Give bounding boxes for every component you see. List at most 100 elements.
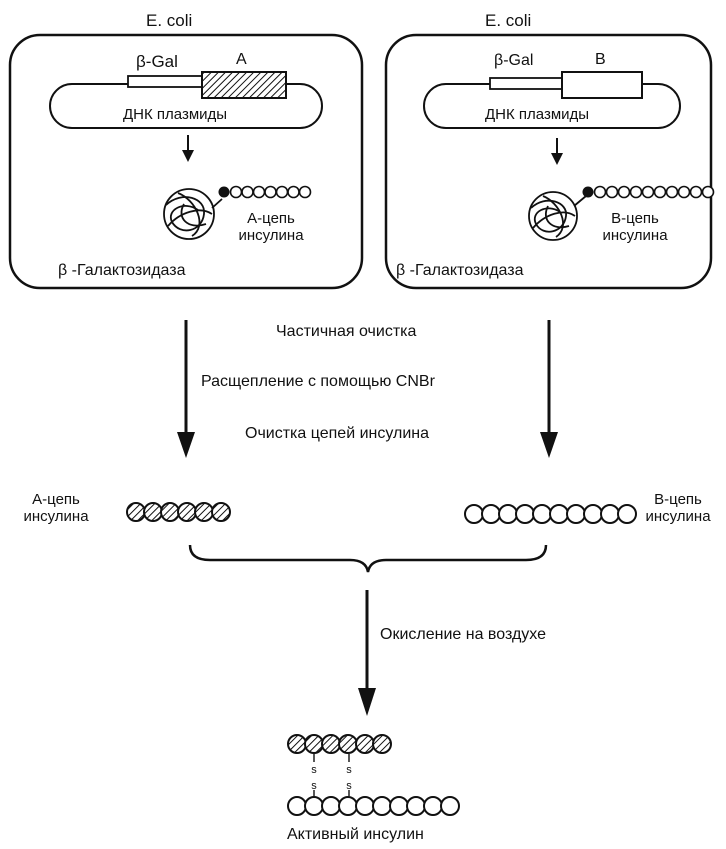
amino-acid-bead bbox=[389, 796, 409, 816]
right-bgal-label: β-Gal bbox=[494, 52, 534, 69]
amino-acid-bead bbox=[287, 734, 307, 754]
left-expression-arrow bbox=[182, 135, 194, 162]
right-linker-dot bbox=[582, 186, 594, 198]
amino-acid-bead bbox=[126, 502, 146, 522]
right-expression-arrow bbox=[551, 138, 563, 165]
amino-acid-bead bbox=[593, 185, 607, 199]
left-organism-label: E. coli bbox=[146, 11, 193, 30]
amino-acid-bead bbox=[406, 796, 426, 816]
left-bgal-gene bbox=[127, 75, 203, 88]
amino-acid-bead bbox=[211, 502, 231, 522]
chain-label-line1: А-цепь bbox=[32, 491, 80, 508]
right-bgal-gene bbox=[489, 77, 563, 90]
sulfur-label: s bbox=[346, 780, 352, 792]
chain-label-line1: В-цепь bbox=[611, 210, 659, 227]
left-cell-chain-label: А-цепь инсулина bbox=[226, 210, 316, 245]
disulfide-labels: s s s s bbox=[311, 764, 352, 792]
amino-acid-bead bbox=[194, 502, 214, 522]
amino-acid-bead bbox=[275, 185, 289, 199]
step-cnbr-cleavage: Расщепление с помощью CNBr bbox=[201, 373, 435, 390]
amino-acid-bead bbox=[653, 185, 667, 199]
amino-acid-bead bbox=[241, 185, 254, 199]
amino-acid-bead bbox=[701, 185, 715, 199]
chain-label-line2: инсулина bbox=[602, 227, 668, 245]
left-linker-dot bbox=[218, 186, 230, 198]
right-plasmid bbox=[423, 71, 681, 129]
sulfur-label: s bbox=[346, 764, 352, 776]
right-bgal-protein bbox=[528, 191, 587, 241]
active-insulin-a-chain bbox=[287, 734, 392, 754]
amino-acid-bead bbox=[321, 796, 341, 816]
sulfur-label: s bbox=[311, 780, 317, 792]
amino-acid-bead bbox=[355, 796, 375, 816]
amino-acid-bead bbox=[583, 504, 603, 524]
left-insert-label: A bbox=[236, 51, 247, 68]
amino-acid-bead bbox=[287, 185, 300, 199]
amino-acid-bead bbox=[298, 185, 312, 199]
amino-acid-bead bbox=[665, 185, 679, 199]
amino-acid-bead bbox=[600, 504, 620, 524]
amino-acid-bead bbox=[532, 504, 552, 524]
right-insert-label: B bbox=[595, 51, 606, 68]
left-plasmid bbox=[49, 71, 323, 129]
left-protein-label: β -Галактозидаза bbox=[58, 262, 186, 279]
left-cell-insulin-chain bbox=[229, 185, 312, 199]
amino-acid-bead bbox=[338, 796, 358, 816]
amino-acid-bead bbox=[423, 796, 443, 816]
amino-acid-bead bbox=[287, 796, 307, 816]
oxidation-label: Окисление на воздухе bbox=[380, 626, 546, 643]
amino-acid-bead bbox=[689, 185, 703, 199]
amino-acid-bead bbox=[549, 504, 569, 524]
amino-acid-bead bbox=[515, 504, 535, 524]
amino-acid-bead bbox=[338, 734, 358, 754]
step-chain-purification: Очистка цепей инсулина bbox=[245, 425, 429, 442]
right-cell-border bbox=[384, 33, 713, 290]
amino-acid-bead bbox=[160, 502, 180, 522]
amino-acid-bead bbox=[566, 504, 586, 524]
amino-acid-bead bbox=[372, 734, 392, 754]
combine-brace bbox=[188, 544, 548, 573]
amino-acid-bead bbox=[605, 185, 619, 199]
amino-acid-bead bbox=[177, 502, 197, 522]
amino-acid-bead bbox=[481, 504, 501, 524]
chain-label-line2: инсулина bbox=[645, 508, 711, 526]
right-process-arrow bbox=[540, 320, 558, 458]
a-chain-label: А-цепь инсулина bbox=[0, 491, 112, 526]
amino-acid-bead bbox=[440, 796, 460, 816]
amino-acid-bead bbox=[617, 504, 637, 524]
amino-acid-bead bbox=[677, 185, 691, 199]
right-cell-insulin-chain bbox=[593, 185, 715, 199]
disulfide-bonds bbox=[313, 754, 350, 796]
left-bgal-protein bbox=[163, 188, 223, 240]
amino-acid-bead bbox=[143, 502, 163, 522]
right-plasmid-label: ДНК плазмиды bbox=[485, 106, 590, 123]
chain-label-line1: В-цепь bbox=[654, 491, 702, 508]
active-insulin-label: Активный инсулин bbox=[287, 826, 424, 843]
left-bgal-label: β-Gal bbox=[136, 52, 178, 71]
left-cell-border bbox=[8, 33, 364, 290]
left-insert-a bbox=[201, 71, 287, 99]
active-insulin-b-chain bbox=[287, 796, 460, 816]
amino-acid-bead bbox=[304, 796, 324, 816]
right-organism-label: E. coli bbox=[485, 11, 532, 30]
amino-acid-bead bbox=[629, 185, 643, 199]
purified-a-chain bbox=[126, 502, 231, 522]
right-insert-b bbox=[561, 71, 643, 99]
sulfur-label: s bbox=[311, 764, 317, 776]
amino-acid-bead bbox=[355, 734, 375, 754]
amino-acid-bead bbox=[229, 185, 243, 199]
right-protein-label: β -Галактозидаза bbox=[396, 262, 524, 279]
amino-acid-bead bbox=[641, 185, 655, 199]
left-plasmid-label: ДНК плазмиды bbox=[123, 106, 228, 123]
purified-b-chain bbox=[464, 504, 637, 524]
amino-acid-bead bbox=[264, 185, 277, 199]
amino-acid-bead bbox=[372, 796, 392, 816]
chain-label-line2: инсулина bbox=[238, 227, 304, 245]
amino-acid-bead bbox=[464, 504, 484, 524]
oxidation-arrow bbox=[358, 590, 376, 716]
left-process-arrow bbox=[177, 320, 195, 458]
right-cell-chain-label: В-цепь инсулина bbox=[590, 210, 680, 245]
amino-acid-bead bbox=[252, 185, 266, 199]
b-chain-label: В-цепь инсулина bbox=[632, 491, 724, 526]
